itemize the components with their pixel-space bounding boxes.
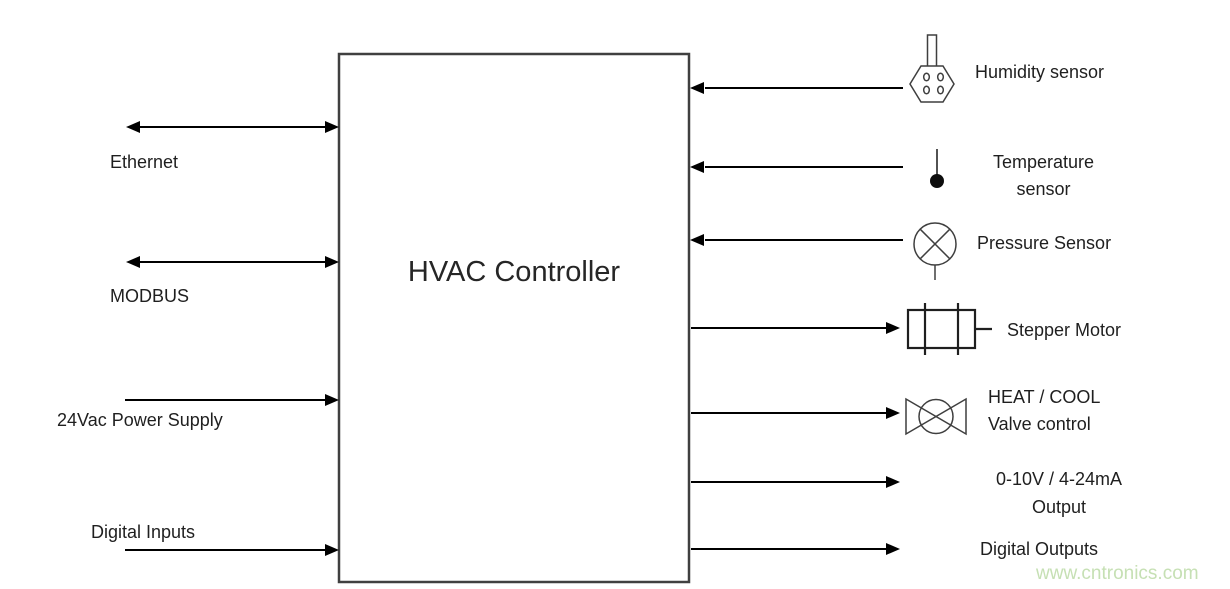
valve-control-arrow [691, 407, 900, 419]
humidity-sensor-icon [909, 34, 955, 103]
modbus-arrow [126, 256, 339, 268]
humidity-sensor-arrow [690, 82, 903, 94]
digital-inputs-label: Digital Inputs [91, 522, 196, 542]
watermark-text: www.cntronics.com [1036, 563, 1199, 584]
stepper-motor-arrow [691, 322, 900, 334]
stepper-motor-label: Stepper Motor [1007, 320, 1122, 340]
ethernet-arrow [126, 121, 339, 133]
digital-outputs-arrow [691, 543, 900, 555]
hvac-controller-box [337, 52, 691, 584]
power-supply-arrow [125, 394, 339, 406]
controller-title: HVAC Controller [407, 256, 621, 288]
modbus-label: MODBUS [110, 286, 190, 306]
temperature-sensor-icon [930, 149, 944, 188]
digital-outputs-label: Digital Outputs [980, 539, 1099, 559]
pressure-sensor-icon [913, 222, 957, 280]
analog-output-arrow [691, 476, 900, 488]
pressure-sensor-label: Pressure Sensor [977, 233, 1112, 253]
power-supply-label: 24Vac Power Supply [57, 410, 223, 430]
humidity-sensor-label: Humidity sensor [975, 62, 1105, 82]
temperature-sensor-label: Temperature sensor [992, 152, 1095, 199]
digital-inputs-arrow [125, 544, 339, 556]
ethernet-label: Ethernet [110, 152, 179, 172]
valve-icon [905, 397, 967, 436]
stepper-motor-icon [906, 303, 992, 355]
pressure-sensor-arrow [690, 234, 903, 246]
valve-control-label: HEAT / COOL Valve control [988, 387, 1101, 434]
temperature-sensor-arrow [690, 161, 903, 173]
analog-output-label: 0-10V / 4-24mA Output [995, 469, 1123, 517]
